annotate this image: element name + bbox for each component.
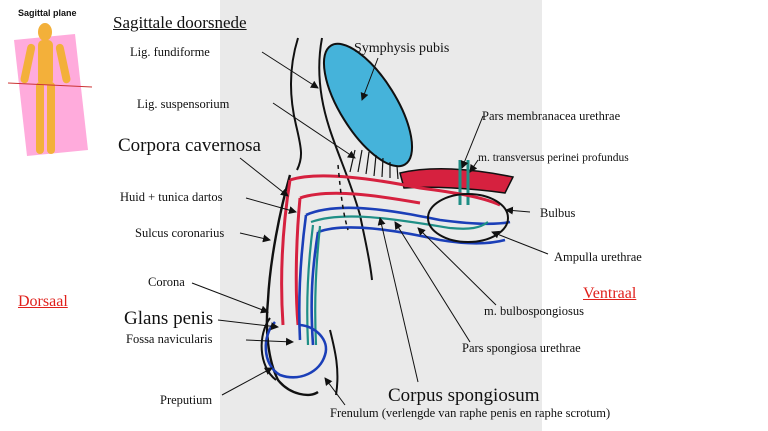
fascia-dotted-line — [337, 164, 349, 231]
thumbnail-caption: Sagittal plane — [18, 8, 77, 18]
label-lig-suspensorium: Lig. suspensorium — [137, 97, 230, 111]
label-corpus-spongiosum: Corpus spongiosum — [388, 385, 540, 406]
label-transversus-perinei-profundus: m. transversus perinei profundus — [478, 152, 629, 164]
label-bulbus: Bulbus — [540, 206, 576, 220]
label-corpora-cavernosa: Corpora cavernosa — [118, 135, 261, 156]
label-fossa-navicularis: Fossa navicularis — [126, 332, 213, 346]
outer-skin-contour — [265, 174, 319, 396]
glans-penis-shape — [264, 321, 328, 379]
label-pars-spongiosa-urethrae: Pars spongiosa urethrae — [462, 341, 581, 355]
label-frenulum: Frenulum (verlengde van raphe penis en r… — [330, 406, 611, 420]
label-glans-penis: Glans penis — [124, 308, 214, 329]
label-preputium: Preputium — [160, 393, 213, 407]
label-lig-fundiforme: Lig. fundiforme — [130, 45, 210, 59]
label-symphysis-pubis: Symphysis pubis — [354, 41, 450, 56]
skin-contour-pubic — [290, 37, 302, 171]
label-sulcus-coronarius: Sulcus coronarius — [135, 226, 225, 240]
label-pars-membranacea-urethrae: Pars membranacea urethrae — [482, 109, 621, 123]
transversus-perinei-muscle-shape — [399, 168, 515, 194]
label-ampulla-urethrae: Ampulla urethrae — [554, 250, 642, 264]
bulbus-outline — [427, 193, 509, 243]
diagram-background-panel — [220, 0, 542, 431]
abdominal-contour — [318, 37, 373, 281]
urethra-shape — [306, 215, 489, 346]
label-m-bulbospongiosus: m. bulbospongiosus — [484, 304, 585, 318]
human-figure-icon — [20, 23, 71, 154]
corpus-spongiosum-shape — [297, 206, 511, 346]
leader-lines — [191, 51, 549, 406]
label-corona: Corona — [148, 275, 185, 289]
frenulum-contour — [329, 329, 339, 396]
sagittal-plane-thumbnail — [7, 23, 93, 156]
diagram-title: Sagittale doorsnede — [113, 13, 247, 32]
label-dorsaal: Dorsaal — [18, 293, 68, 310]
label-huid-tunica-dartos: Huid + tunica dartos — [120, 190, 223, 204]
label-ventraal: Ventraal — [583, 285, 637, 302]
symphysis-pubis-shape — [322, 42, 414, 168]
corpora-cavernosa-shape — [280, 174, 501, 326]
